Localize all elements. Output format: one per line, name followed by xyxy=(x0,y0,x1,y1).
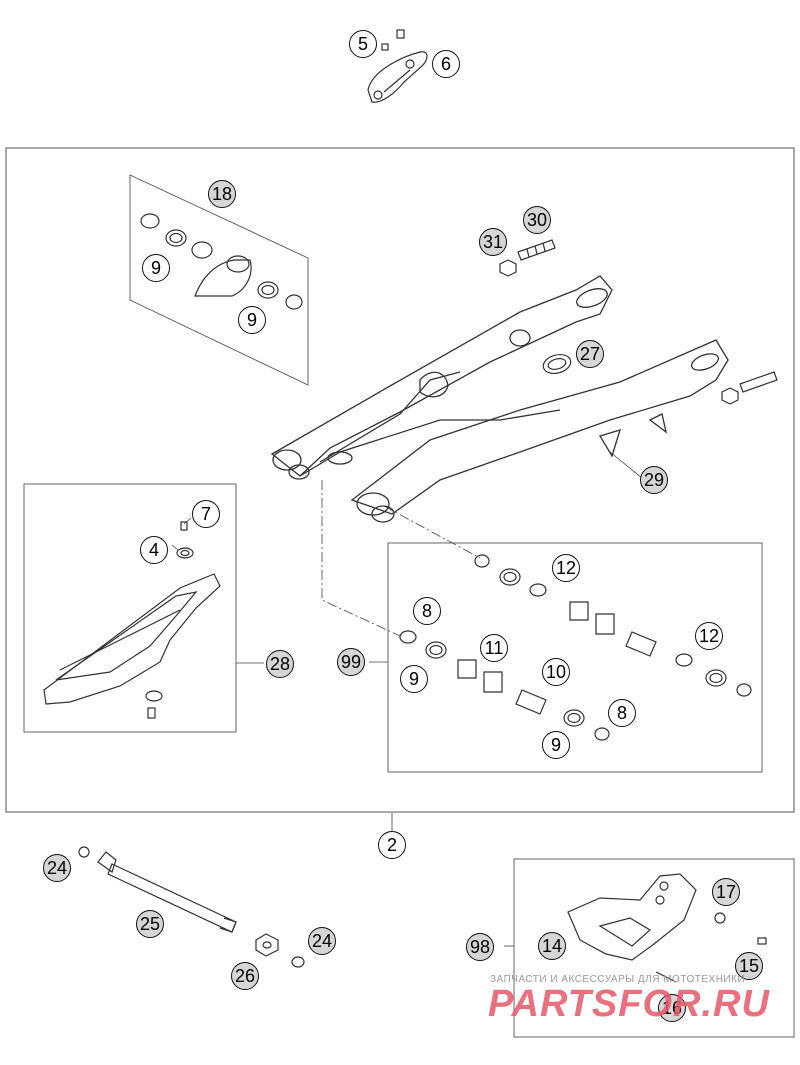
nut-part-17 xyxy=(714,912,726,924)
pivot-axle-part-25 xyxy=(97,851,237,933)
callout-9: 9 xyxy=(238,306,266,334)
bolt-part-30 xyxy=(517,239,556,261)
swingarm-group-frame xyxy=(5,147,795,813)
swingarm-part-29 xyxy=(270,275,729,523)
callout-4: 4 xyxy=(140,536,168,564)
cap-part-24-right xyxy=(291,956,305,968)
nut-part-26 xyxy=(255,933,279,957)
callout-26: 26 xyxy=(231,962,259,990)
callout-6: 6 xyxy=(432,50,460,78)
callout-7: 7 xyxy=(192,500,220,528)
callout-9: 9 xyxy=(142,254,170,282)
callout-2: 2 xyxy=(378,831,406,859)
callout-14: 14 xyxy=(538,932,566,960)
bearing-set-frame xyxy=(387,542,763,773)
callout-99: 99 xyxy=(337,648,365,676)
chain-guide-part-14 xyxy=(567,873,697,961)
right-bolt xyxy=(721,371,778,405)
chain-guide-part-28 xyxy=(43,573,221,705)
dash-dot-lines xyxy=(321,480,481,637)
watermark-brand: PARTSFOR.RU xyxy=(488,983,770,1025)
callout-27: 27 xyxy=(576,340,604,368)
washer-part-4 xyxy=(176,547,194,559)
screw-part-5 xyxy=(381,29,405,51)
callout-24: 24 xyxy=(308,927,336,955)
screw-part-7 xyxy=(180,521,188,531)
callout-31: 31 xyxy=(479,228,507,256)
screw-part-15 xyxy=(757,937,767,945)
callout-28: 28 xyxy=(266,650,294,678)
callout-5: 5 xyxy=(349,30,377,58)
chain-slider-part-27 xyxy=(542,353,572,375)
bearing-set-parts xyxy=(399,554,752,741)
bearing-18-frame xyxy=(129,174,309,386)
chain-guide-frame xyxy=(23,483,237,733)
callout-16: 16 xyxy=(658,994,686,1022)
callout-8: 8 xyxy=(608,699,636,727)
watermark-tagline: ЗАПЧАСТИ И АКСЕССУАРЫ ДЛЯ МОТОТЕХНИКИ xyxy=(490,974,746,985)
callout-12: 12 xyxy=(552,554,580,582)
nut-part-31 xyxy=(499,259,517,277)
pin-part-16 xyxy=(655,971,677,983)
cap-part-24-left xyxy=(78,846,90,858)
callout-17: 17 xyxy=(712,878,740,906)
callout-9: 9 xyxy=(400,665,428,693)
clamp-part-6 xyxy=(367,51,428,103)
callout-98: 98 xyxy=(466,933,494,961)
callout-10: 10 xyxy=(542,658,570,686)
callout-25: 25 xyxy=(136,910,164,938)
callout-18: 18 xyxy=(208,180,236,208)
chain-guide-kit-frame xyxy=(513,858,795,1038)
callout-12: 12 xyxy=(695,622,723,650)
callout-15: 15 xyxy=(735,952,763,980)
callout-8: 8 xyxy=(413,597,441,625)
callout-11: 11 xyxy=(480,634,508,662)
callout-29: 29 xyxy=(640,466,668,494)
lower-screw xyxy=(145,690,163,719)
callout-9: 9 xyxy=(542,731,570,759)
bearing-18-parts xyxy=(140,213,303,310)
callout-24: 24 xyxy=(43,854,71,882)
callout-30: 30 xyxy=(523,206,551,234)
